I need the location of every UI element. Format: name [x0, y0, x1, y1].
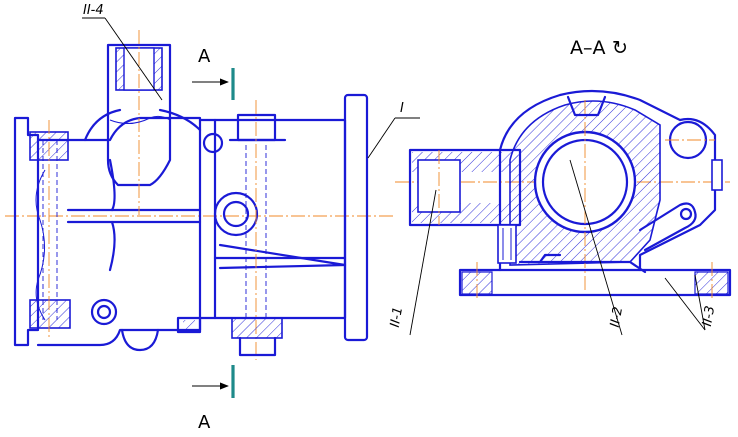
- bottom-boss-outer: [90, 298, 118, 326]
- leader-1: [367, 117, 396, 159]
- break-line: [35, 169, 46, 321]
- right-slot: [711, 159, 723, 191]
- label-part-2-2: II-2: [608, 306, 626, 329]
- bottom-plug: [176, 316, 202, 334]
- section-label-top: A: [198, 46, 211, 67]
- inlet-pipe: [408, 148, 522, 227]
- boss-inner-circle: [222, 200, 250, 228]
- leader-2-1: [409, 189, 437, 336]
- front-view: [5, 30, 395, 360]
- label-part-2-4: II-4: [83, 3, 104, 18]
- label-part-2-3: II-3: [700, 305, 718, 328]
- lever-pivot: [679, 207, 693, 221]
- inner-curve-upper: [108, 158, 116, 212]
- bottom-lug: [120, 328, 160, 352]
- left-flange: [13, 116, 40, 347]
- base-plate-hatch-right: [694, 271, 729, 295]
- leader-2-2: [569, 159, 623, 336]
- right-flange: [343, 93, 369, 342]
- cutting-plane: A A: [192, 46, 235, 433]
- leader-2-3: [664, 277, 706, 331]
- part-labels: II-4 I II-1 II-2 II-3: [82, 3, 718, 336]
- leader-2-4: [104, 17, 163, 101]
- base-plate: [458, 268, 732, 297]
- right-bolt-end: [238, 336, 277, 357]
- right-bolt-nut-bottom: [231, 317, 283, 339]
- bottom-boss-inner: [96, 304, 112, 320]
- valve-stem: [497, 224, 517, 264]
- inner-curve-lower: [108, 220, 116, 272]
- top-pipe: [106, 43, 172, 187]
- main-body-outline: [36, 116, 202, 347]
- leader-2-3-b: [694, 274, 706, 331]
- lever-arm: [638, 202, 697, 252]
- section-view-title: A–A: [570, 37, 606, 59]
- base-steps: [518, 253, 647, 274]
- top-pipe-break: [109, 115, 171, 124]
- top-collar: [83, 108, 202, 142]
- top-notch: [566, 95, 607, 117]
- right-bolt-head-top: [236, 113, 277, 142]
- small-boss-top: [202, 132, 224, 154]
- section-label-bottom: A: [198, 412, 211, 433]
- housing-outline: [498, 89, 717, 272]
- section-view: A–A ↻: [395, 37, 732, 300]
- boss-outer-circle: [213, 191, 259, 237]
- middle-section: [198, 118, 347, 320]
- label-part-2-1: II-1: [388, 306, 406, 329]
- rotation-icon: ↻: [612, 37, 628, 59]
- bottom-plug-hatch: [183, 320, 195, 330]
- taper-lines: [218, 243, 347, 270]
- label-part-1: I: [400, 101, 404, 116]
- left-flange-bottom-block: [29, 299, 71, 329]
